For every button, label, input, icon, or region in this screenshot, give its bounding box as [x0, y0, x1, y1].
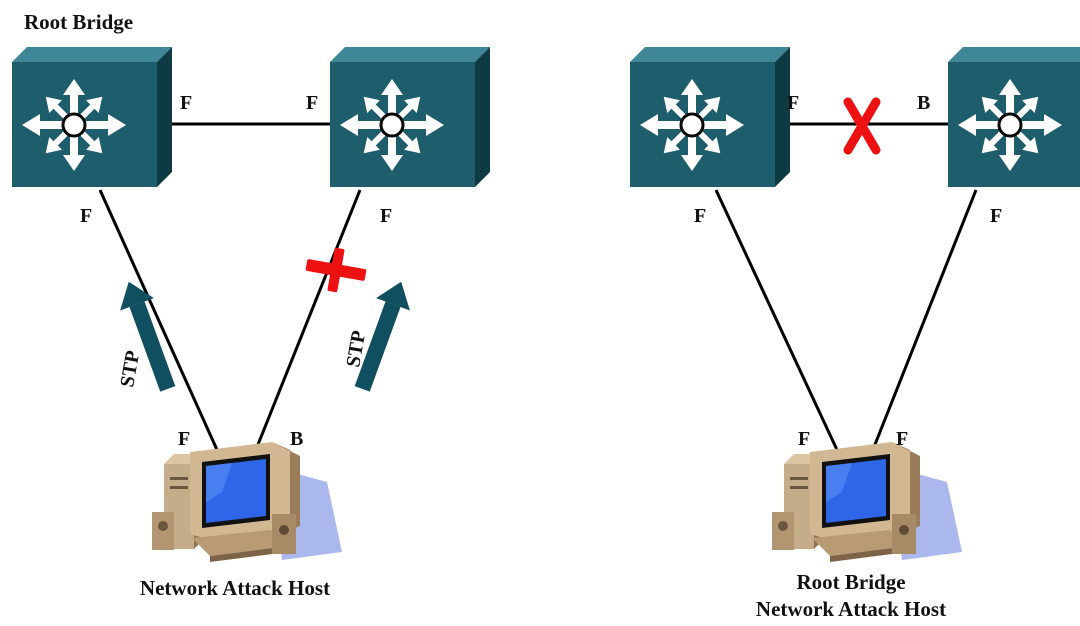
blocked-x-icon — [302, 243, 370, 297]
left-diagram: Root Bridge F F F F F B STP STP Network … — [10, 10, 492, 600]
host-caption-line2: Network Attack Host — [756, 597, 946, 621]
link-sw2-host — [253, 189, 362, 453]
link-sw2-host — [870, 189, 978, 453]
port-label: F — [380, 205, 392, 227]
port-label: F — [798, 428, 810, 450]
switch-icon-left — [628, 45, 792, 189]
root-bridge-label: Root Bridge — [24, 10, 133, 34]
port-label: F — [787, 92, 799, 114]
switch-icon-right — [328, 45, 492, 189]
computer-icon — [152, 442, 342, 562]
computer-icon — [772, 442, 962, 562]
port-label: B — [290, 428, 303, 450]
link-sw1-host — [714, 189, 840, 453]
right-diagram: F B F F F F Root Bridge Network Attack H… — [628, 45, 1080, 621]
port-label: F — [178, 428, 190, 450]
port-label: F — [80, 205, 92, 227]
port-label: F — [180, 92, 192, 114]
port-label: F — [990, 205, 1002, 227]
switch-icon-right — [946, 45, 1080, 189]
link-sw1-host — [98, 189, 220, 453]
port-label: F — [896, 428, 908, 450]
host-caption: Network Attack Host — [140, 576, 330, 600]
port-label: F — [306, 92, 318, 114]
port-label: F — [694, 205, 706, 227]
host-caption-line1: Root Bridge — [796, 570, 905, 594]
port-label: B — [917, 92, 930, 114]
stp-arrow-label-left: STP — [116, 349, 144, 389]
blocked-x-icon — [843, 97, 881, 155]
switch-icon-root — [10, 45, 174, 189]
